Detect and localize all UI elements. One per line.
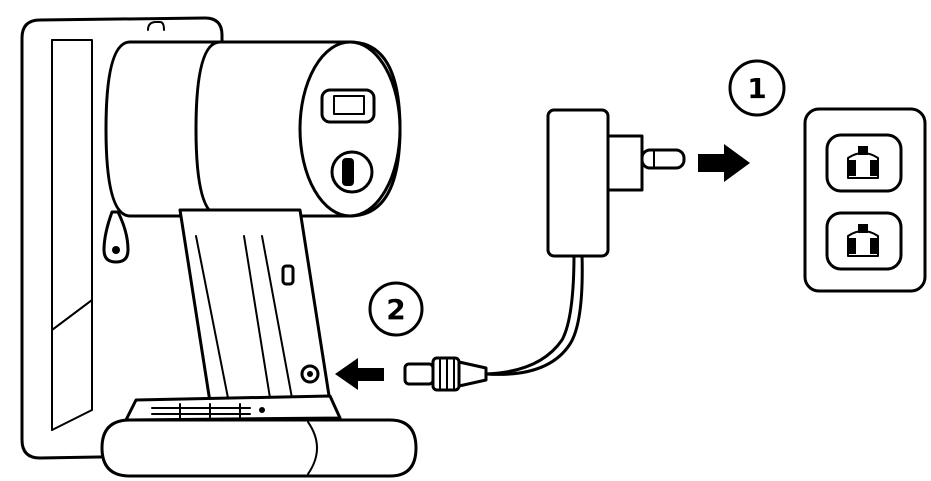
wall-outlet-icon — [803, 107, 927, 293]
arrow-right-icon — [698, 144, 750, 182]
step-2-number: 2 — [386, 293, 405, 326]
power-adapter-icon — [546, 108, 686, 258]
vacuum-on-wall-dock-icon — [20, 16, 418, 478]
arrow-left-icon — [335, 358, 384, 390]
step-2-marker: 2 — [368, 281, 424, 337]
dc-connector-icon — [403, 252, 584, 392]
step-1-marker: 1 — [728, 59, 786, 117]
step-1-number: 1 — [747, 72, 766, 105]
